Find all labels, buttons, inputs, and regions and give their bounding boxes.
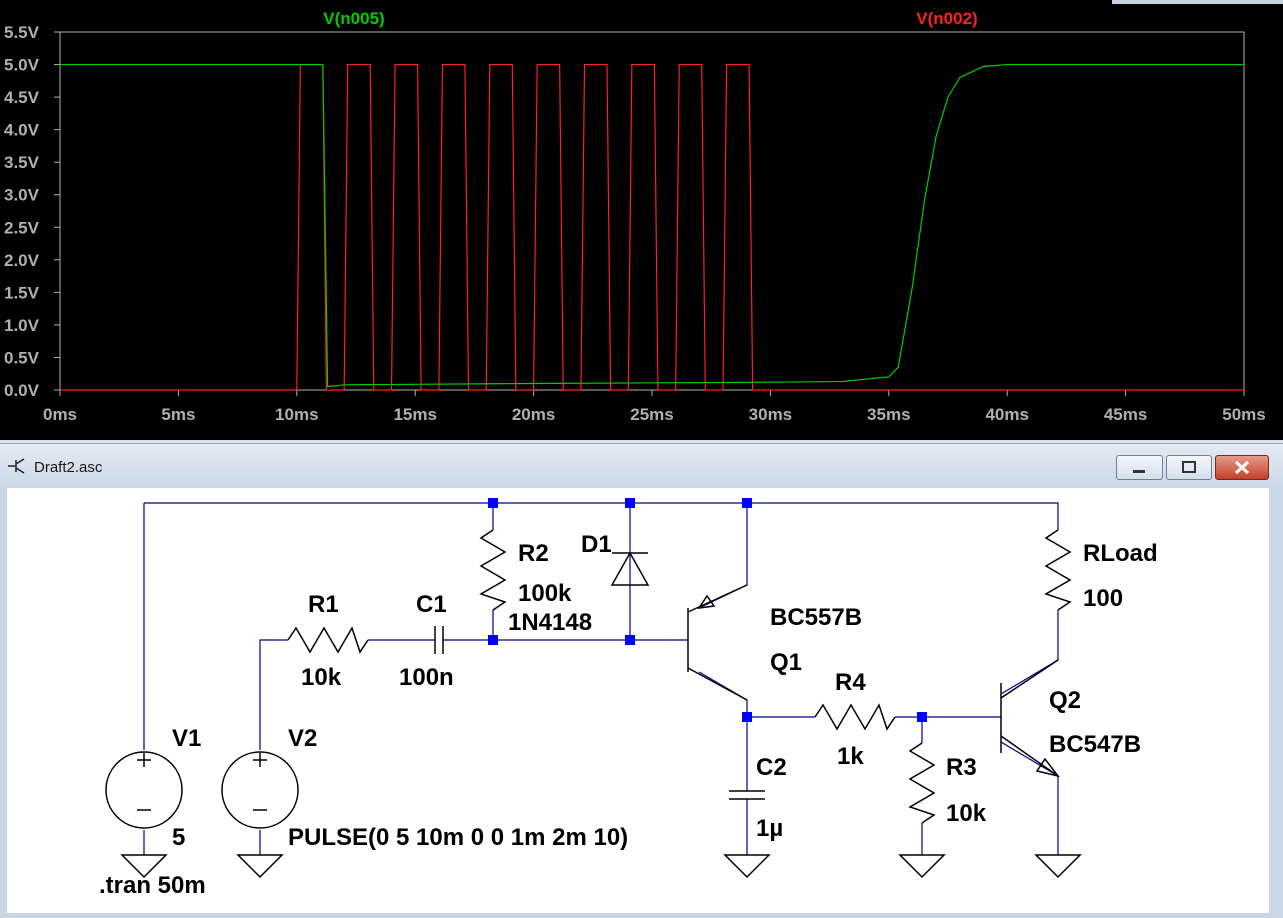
ground-icon <box>236 854 284 879</box>
r3-value[interactable]: 10k <box>946 800 987 827</box>
y-tick-label: 2.0V <box>4 251 40 270</box>
x-tick-label: 45ms <box>1104 405 1147 424</box>
maximize-icon <box>1182 461 1196 473</box>
q1-name[interactable]: Q1 <box>770 649 802 676</box>
c2-name[interactable]: C2 <box>756 754 787 781</box>
x-tick-label: 35ms <box>867 405 910 424</box>
ground-icon <box>1034 854 1082 879</box>
v2-value[interactable]: PULSE(0 5 10m 0 0 1m 2m 10) <box>288 824 628 851</box>
y-tick-label: 3.5V <box>4 153 40 172</box>
rload-name[interactable]: RLoad <box>1083 540 1158 567</box>
close-button[interactable] <box>1215 455 1269 480</box>
c2-capacitor[interactable] <box>729 790 765 800</box>
c2-value[interactable]: 1µ <box>756 815 783 842</box>
v2-name[interactable]: V2 <box>288 725 317 752</box>
y-tick-label: 4.5V <box>4 88 40 107</box>
close-icon <box>1234 460 1250 475</box>
x-tick-label: 50ms <box>1222 405 1265 424</box>
r4-resistor[interactable] <box>814 703 896 731</box>
c1-capacitor[interactable] <box>434 626 444 654</box>
v1-source[interactable] <box>105 751 183 829</box>
x-tick-label: 0ms <box>43 405 77 424</box>
q2-transistor[interactable] <box>1000 659 1060 778</box>
y-tick-label: 4.0V <box>4 121 40 140</box>
x-tick-label: 40ms <box>985 405 1028 424</box>
y-tick-label: 5.5V <box>4 23 40 42</box>
trace-label-vn005[interactable]: V(n005) <box>323 9 384 28</box>
y-axis-ticks: 5.5V 5.0V 4.5V 4.0V 3.5V 3.0V 2.5V 2.0V 1.5V 1.0V… <box>4 23 60 400</box>
c1-name[interactable]: C1 <box>416 591 447 618</box>
tran-directive[interactable]: .tran 50m <box>99 872 206 899</box>
q1-transistor[interactable] <box>687 584 748 701</box>
ground-icon <box>723 854 771 879</box>
r1-value[interactable]: 10k <box>301 664 342 691</box>
v1-value[interactable]: 5 <box>172 824 185 851</box>
x-tick-label: 20ms <box>512 405 555 424</box>
window-title: Draft2.asc <box>34 459 103 476</box>
q2-value[interactable]: BC547B <box>1049 731 1141 758</box>
y-tick-label: 1.5V <box>4 283 40 302</box>
c1-value[interactable]: 100n <box>399 664 454 691</box>
y-tick-label: 1.0V <box>4 316 40 335</box>
schematic-canvas[interactable]: V1 5 V2 PULSE(0 5 10m 0 0 1m 2m 10) R1 1… <box>7 488 1269 913</box>
x-tick-label: 5ms <box>161 405 195 424</box>
r4-name[interactable]: R4 <box>835 669 866 696</box>
r4-value[interactable]: 1k <box>837 743 864 770</box>
x-axis-ticks: 0ms 5ms 10ms 15ms 20ms 25ms 30ms 35ms 40ms 45ms 50… <box>43 390 1266 424</box>
title-bar[interactable]: Draft2.asc <box>0 444 1283 486</box>
y-tick-label: 5.0V <box>4 56 40 75</box>
minimize-icon <box>1133 470 1145 473</box>
trace-vn005 <box>60 63 1244 388</box>
ground-icon <box>898 854 946 879</box>
r3-name[interactable]: R3 <box>946 754 977 781</box>
y-tick-label: 0.0V <box>4 381 40 400</box>
y-tick-label: 0.5V <box>4 348 40 367</box>
r2-name[interactable]: R2 <box>518 540 549 567</box>
rload-value[interactable]: 100 <box>1083 585 1123 612</box>
d1-diode[interactable] <box>610 551 650 586</box>
r1-name[interactable]: R1 <box>308 591 339 618</box>
trace-label-vn002[interactable]: V(n002) <box>916 9 977 28</box>
x-tick-label: 30ms <box>749 405 792 424</box>
waveform-plot[interactable]: V(n005) V(n002) 5.5V 5.0V 4.5V 4.0V 3.5V 3.0V… <box>0 0 1283 440</box>
minimize-button[interactable] <box>1116 455 1163 480</box>
x-tick-label: 25ms <box>630 405 673 424</box>
r3-resistor[interactable] <box>908 742 936 824</box>
window-edge <box>1112 0 1283 4</box>
maximize-button[interactable] <box>1166 455 1212 480</box>
y-tick-label: 2.5V <box>4 218 40 237</box>
trace-vn002 <box>60 63 1244 391</box>
plot-frame <box>59 31 1245 391</box>
y-tick-label: 3.0V <box>4 186 40 205</box>
rload-resistor[interactable] <box>1044 529 1072 611</box>
waveform-canvas[interactable]: V(n005) V(n002) 5.5V 5.0V 4.5V 4.0V 3.5V 3.0V… <box>0 0 1283 440</box>
q2-name[interactable]: Q2 <box>1049 687 1081 714</box>
d1-name[interactable]: D1 <box>581 531 612 558</box>
v1-name[interactable]: V1 <box>172 725 201 752</box>
junction-dots <box>488 498 927 722</box>
d1-value[interactable]: 1N4148 <box>508 609 592 636</box>
x-tick-label: 10ms <box>275 405 318 424</box>
schematic-window[interactable]: Draft2.asc <box>0 443 1283 918</box>
r2-resistor[interactable] <box>479 529 507 611</box>
q1-value[interactable]: BC557B <box>770 604 862 631</box>
r2-value[interactable]: 100k <box>518 580 572 607</box>
v2-source[interactable] <box>221 751 299 829</box>
x-tick-label: 15ms <box>393 405 436 424</box>
schematic-icon <box>8 458 25 474</box>
ground-icon <box>120 854 168 879</box>
r1-resistor[interactable] <box>287 626 369 654</box>
